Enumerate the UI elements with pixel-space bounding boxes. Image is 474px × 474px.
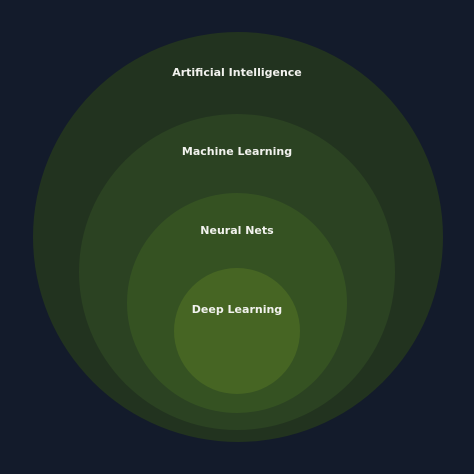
label-neural-nets: Neural Nets <box>200 224 274 237</box>
label-deep-learning: Deep Learning <box>192 303 282 316</box>
label-machine-learning: Machine Learning <box>182 145 292 158</box>
label-artificial-intelligence: Artificial Intelligence <box>172 66 302 79</box>
ring-deep-learning <box>174 268 300 394</box>
